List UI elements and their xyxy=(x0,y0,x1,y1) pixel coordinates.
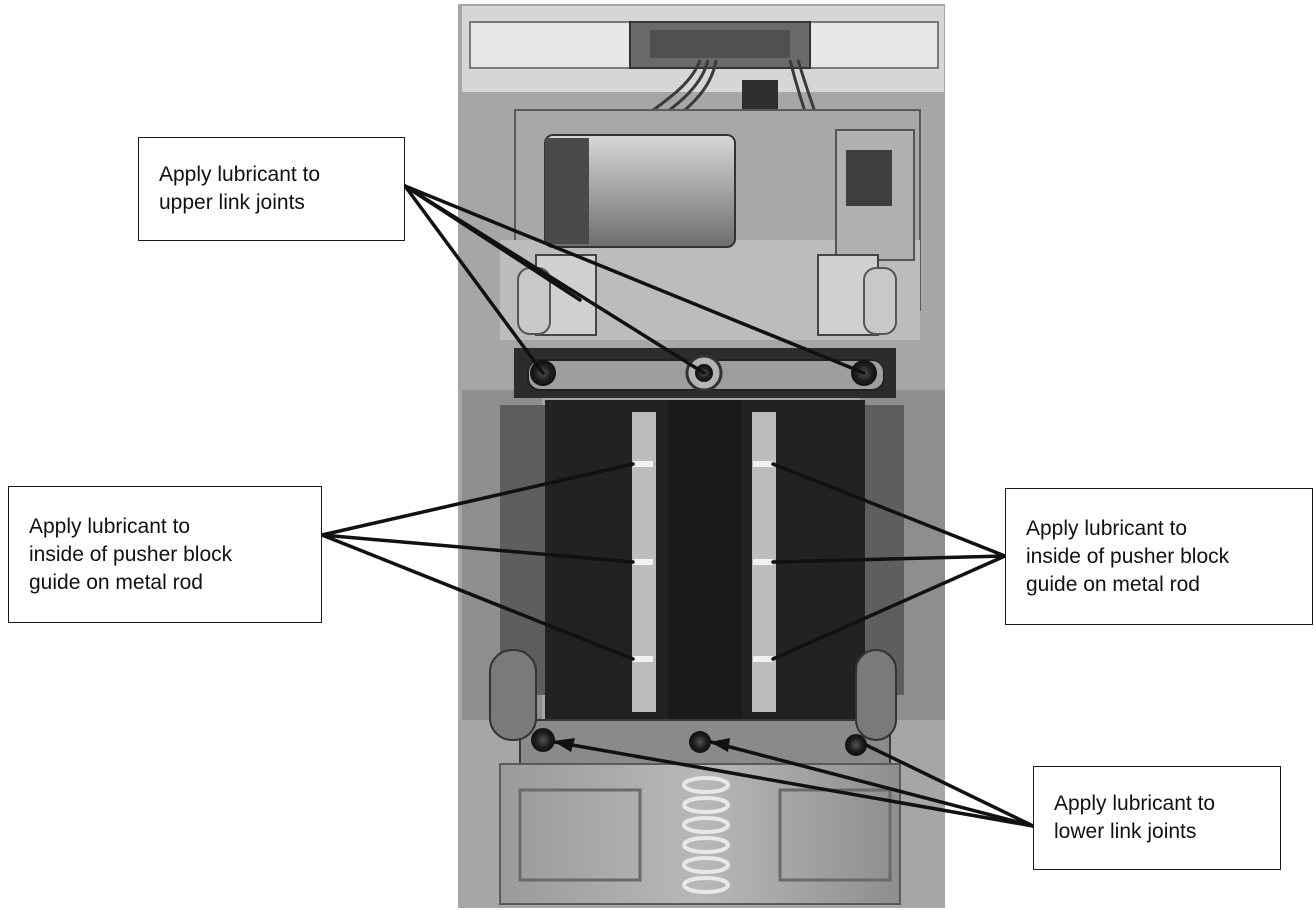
leader-upper-mid xyxy=(403,184,582,302)
right-wheel xyxy=(855,649,897,741)
arrowhead-lower-center xyxy=(710,738,730,752)
sensor-window xyxy=(846,150,892,206)
lower-joint-center xyxy=(689,731,711,753)
center-channel xyxy=(668,400,742,722)
callout-right-guide-rod: Apply lubricant to inside of pusher bloc… xyxy=(1005,488,1313,625)
left-wheel xyxy=(489,649,537,741)
leader-lines xyxy=(320,184,1035,828)
leader-right-bottom xyxy=(771,554,1007,661)
leader-right-top xyxy=(771,462,1007,558)
lower-joint-left xyxy=(531,728,555,752)
leader-upper-left xyxy=(403,184,545,375)
callout-right-line2: inside of pusher block xyxy=(1026,544,1230,568)
leader-lower-left xyxy=(553,740,1035,828)
callout-lower-link-joints: Apply lubricant to lower link joints xyxy=(1033,766,1281,870)
callout-left-guide-rod: Apply lubricant to inside of pusher bloc… xyxy=(8,486,322,623)
leader-lower-center xyxy=(709,740,1035,828)
guide-rod-marks xyxy=(633,461,773,662)
arrowhead-lower-left xyxy=(553,738,575,752)
callout-upper-line2: upper link joints xyxy=(159,191,305,214)
callout-lower-line2: lower link joints xyxy=(1054,820,1197,843)
lower-housing xyxy=(499,763,901,905)
callout-left-line1: Apply lubricant to xyxy=(29,514,191,538)
leader-left-top xyxy=(320,462,635,537)
right-roller xyxy=(863,267,897,335)
callout-left-line3: guide on metal rod xyxy=(29,570,203,594)
top-connector-inner xyxy=(650,30,790,58)
motor-endcap xyxy=(545,138,589,244)
leader-arrowheads xyxy=(553,738,730,752)
leader-lower-right xyxy=(864,743,1035,828)
callout-lower-line1: Apply lubricant to xyxy=(1054,792,1216,815)
leader-left-mid xyxy=(320,533,635,564)
callout-upper-line1: Apply lubricant to xyxy=(159,163,321,186)
callout-upper-link-joints: Apply lubricant to upper link joints xyxy=(138,137,405,241)
lower-housing-rib xyxy=(518,788,892,882)
callout-left-line2: inside of pusher block xyxy=(29,542,233,566)
leader-upper-right xyxy=(403,184,866,375)
device-photo xyxy=(458,4,945,908)
leader-right-mid xyxy=(771,554,1007,564)
spring xyxy=(682,776,730,894)
callout-right-line1: Apply lubricant to xyxy=(1026,516,1188,540)
leader-left-bottom xyxy=(320,533,635,661)
lower-joint-right xyxy=(845,734,867,756)
callout-right-line3: guide on metal rod xyxy=(1026,572,1200,596)
